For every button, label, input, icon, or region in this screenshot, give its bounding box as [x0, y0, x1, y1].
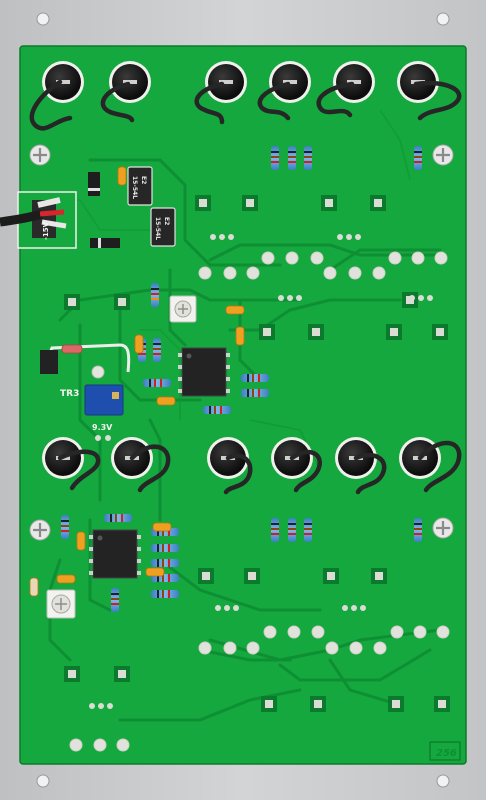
power-header-label: -15V: [42, 221, 50, 240]
resistors: [61, 146, 422, 612]
jack-wires: [29, 79, 462, 495]
jack: [205, 61, 247, 103]
pcb-board: [20, 46, 466, 764]
trimmer-blue: [84, 365, 124, 416]
trimmer-white-upper: [169, 295, 197, 323]
mounting-hole: [436, 774, 450, 788]
voltage-note-label: 9.3V: [92, 423, 113, 432]
board-number-box: [429, 741, 461, 761]
diode-mark-2: E2: [163, 217, 170, 225]
diode-code-1: 15-54L: [131, 176, 138, 199]
trimmer-ref-label: TR3: [60, 389, 79, 399]
mounting-hole: [36, 774, 50, 788]
trimmer-white-lower: [46, 589, 76, 619]
panel-screws: [29, 144, 454, 541]
mounting-hole: [36, 12, 50, 26]
capacitors: [29, 166, 245, 597]
diode-mark-1: E2: [140, 176, 147, 184]
wire-jumper: [40, 343, 131, 374]
screw: [29, 144, 51, 166]
square-pads-top: [64, 195, 448, 340]
power-header: [0, 191, 77, 249]
jack: [269, 61, 311, 103]
jacks-top-row: [42, 61, 439, 103]
jack: [42, 61, 84, 103]
diodes: [88, 166, 176, 248]
mounting-hole: [436, 12, 450, 26]
diode-code-2: 15-54L: [154, 217, 161, 240]
board-number: 256: [436, 748, 457, 759]
screw: [432, 144, 454, 166]
square-pads-bottom: [64, 568, 450, 712]
dip-ic-upper: [178, 347, 230, 397]
mounting-holes: [36, 12, 450, 788]
screw: [29, 519, 51, 541]
screw: [432, 517, 454, 539]
jack: [333, 61, 375, 103]
solder-pads: [69, 251, 450, 752]
jack: [109, 61, 151, 103]
dip-ic-lower: [89, 529, 141, 579]
